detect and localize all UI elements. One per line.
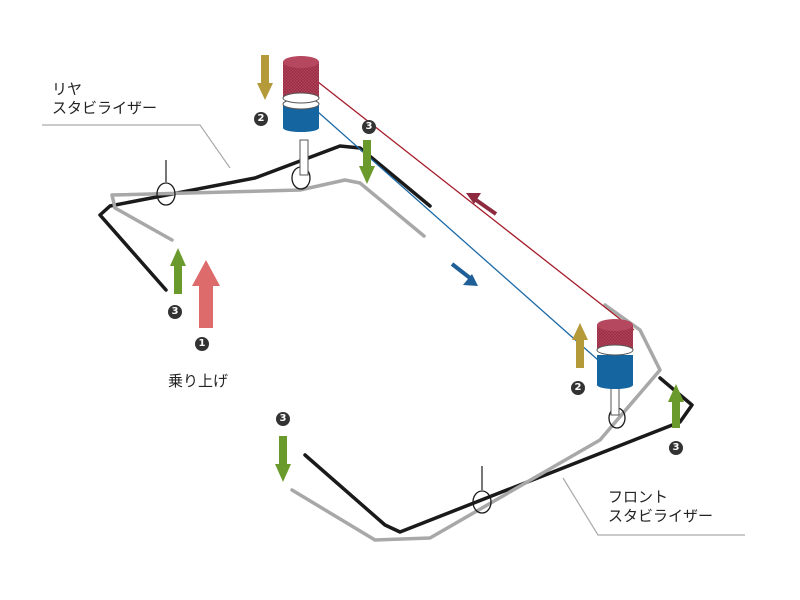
green-arrow-down-front-left [275, 436, 291, 482]
front-cylinder [596, 319, 634, 416]
hydraulic-line-blue [317, 111, 599, 361]
marker-stabilizer-rear-left: 3 [168, 305, 182, 319]
bump-arrow [192, 260, 220, 328]
flow-arrow-red [466, 193, 498, 216]
olive-arrow-down-rear [257, 55, 273, 100]
rear-stabilizer-bar [98, 144, 432, 292]
rear-stabilizer-leader [42, 124, 231, 169]
front-stabilizer-label: フロント スタビライザー [608, 488, 713, 526]
bushing-front-left [472, 466, 492, 514]
marker-stabilizer-front-right: 3 [669, 441, 683, 455]
marker-cylinder-front: 2 [571, 381, 585, 395]
front-stabilizer-label-line1: フロント [608, 488, 669, 506]
green-arrow-up-front-right [668, 384, 684, 428]
marker-stabilizer-front-left: 3 [276, 412, 290, 426]
marker-stabilizer-rear-top: 3 [362, 120, 376, 134]
rear-stabilizer-link [110, 178, 426, 242]
rear-stabilizer-label-line1: リヤ [52, 80, 83, 98]
rear-stabilizer-label-line2: スタビライザー [52, 99, 158, 117]
green-arrow-down-rear [359, 140, 375, 184]
front-stabilizer-link [290, 303, 662, 542]
flow-arrow-blue [450, 262, 478, 286]
green-arrow-up-rear-left [170, 248, 186, 294]
marker-bump: 1 [195, 337, 209, 351]
hydraulic-line-red [317, 81, 635, 331]
rear-cylinder [282, 56, 320, 176]
rear-stabilizer-label: リヤ スタビライザー [52, 80, 157, 118]
front-stabilizer-leader [562, 477, 745, 536]
front-stabilizer-bar [303, 376, 694, 534]
bump-label: 乗り上げ [168, 372, 229, 390]
olive-arrow-up-front [572, 323, 588, 368]
marker-cylinder-rear: 2 [254, 112, 268, 126]
bushing-rear-left [156, 160, 176, 206]
front-stabilizer-label-line2: スタビライザー [608, 507, 714, 525]
